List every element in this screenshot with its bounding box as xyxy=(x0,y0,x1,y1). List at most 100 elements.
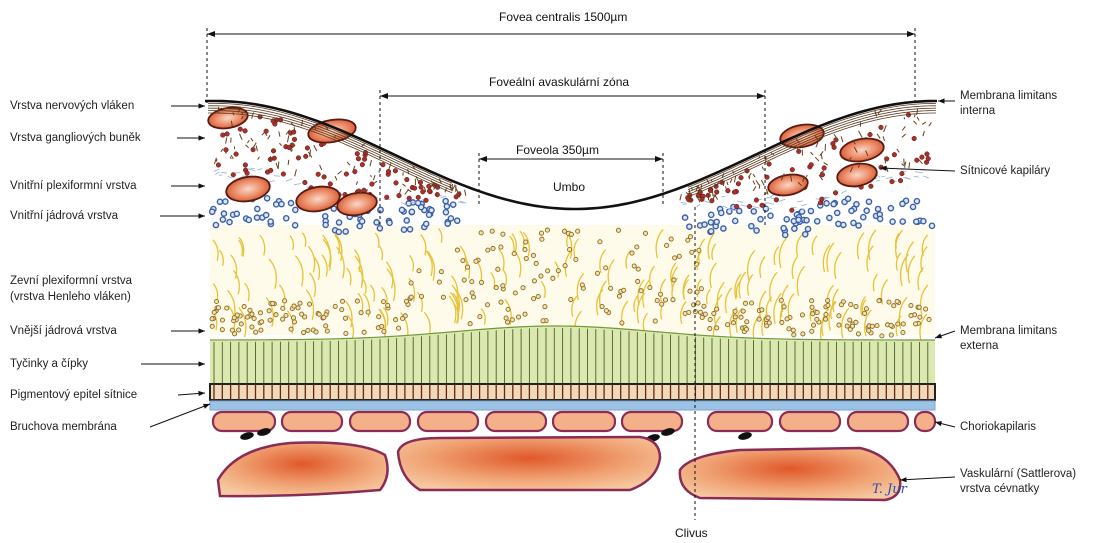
outer-nuclear-cell xyxy=(677,254,681,258)
inner-nuclear-cell xyxy=(835,210,840,215)
umbo-label: Umbo xyxy=(553,180,585,194)
ganglion-cell xyxy=(912,136,917,141)
pointer-arrowhead xyxy=(198,135,205,140)
ganglion-cell xyxy=(920,155,925,160)
nerve-fiber xyxy=(902,126,905,130)
inner-nuclear-cell xyxy=(445,221,450,226)
inner-nuclear-cell xyxy=(815,219,820,224)
outer-nuclear-cell xyxy=(810,329,814,333)
nerve-fiber xyxy=(810,152,813,155)
outer-nuclear-cell xyxy=(733,315,737,319)
outer-nuclear-cell xyxy=(471,295,475,299)
nerve-fiber xyxy=(371,175,372,177)
outer-nuclear-cell xyxy=(703,312,707,316)
outer-nuclear-cell xyxy=(849,302,853,306)
outer-nuclear-cell xyxy=(382,329,386,333)
outer-nuclear-cell xyxy=(745,320,749,324)
label-outer-nuclear-layer: Vnější jádrová vrstva xyxy=(10,324,117,338)
nerve-fiber xyxy=(320,165,322,170)
outer-nuclear-cell xyxy=(417,269,421,273)
nerve-fiber xyxy=(279,131,280,136)
plexiform-fiber xyxy=(221,172,227,173)
outer-nuclear-cell xyxy=(504,316,508,320)
inner-nuclear-cell xyxy=(443,199,448,204)
fovea-centralis-dimension-arrow-right xyxy=(907,31,915,37)
inner-nuclear-cell xyxy=(443,210,448,215)
inner-nuclear-cell xyxy=(407,227,412,232)
outer-nuclear-cell xyxy=(470,280,474,284)
ganglion-cell xyxy=(245,171,250,176)
nerve-fiber xyxy=(761,180,764,185)
nerve-fiber xyxy=(766,189,767,194)
pointer-arrowhead xyxy=(203,404,210,409)
outer-nuclear-cell xyxy=(298,301,302,305)
inner-nuclear-cell xyxy=(878,216,883,221)
nerve-fiber xyxy=(824,163,828,166)
inner-nuclear-cell xyxy=(448,216,453,221)
outer-nuclear-cell xyxy=(237,328,241,332)
inner-nuclear-cell xyxy=(709,229,714,234)
outer-nuclear-cell xyxy=(551,276,555,280)
pointer-arrowhead xyxy=(198,361,205,366)
plexiform-fiber xyxy=(886,177,892,179)
outer-nuclear-cell xyxy=(801,332,805,336)
outer-nuclear-cell xyxy=(381,300,385,304)
label-elm-line1: Membrana limitans xyxy=(960,324,1057,338)
outer-nuclear-cell xyxy=(854,304,858,308)
choriocapillary xyxy=(708,412,772,431)
ganglion-cell xyxy=(427,189,432,194)
ganglion-cell xyxy=(272,156,277,161)
outer-nuclear-cell xyxy=(479,231,483,235)
nerve-fiber xyxy=(762,167,763,170)
inner-nuclear-cell xyxy=(910,204,915,209)
inner-nuclear-cell xyxy=(708,220,713,225)
ganglion-cell xyxy=(739,175,744,180)
choriocapillary xyxy=(553,412,615,431)
outer-nuclear-cell xyxy=(494,286,498,290)
outer-nuclear-cell xyxy=(485,303,489,307)
outer-nuclear-cell xyxy=(462,278,466,282)
outer-nuclear-cell xyxy=(815,310,819,314)
nerve-fiber xyxy=(389,163,391,169)
nerve-fiber xyxy=(268,135,270,139)
outer-nuclear-cell xyxy=(355,299,359,303)
label-inner-nuclear-layer: Vnitřní jádrová vrstva xyxy=(10,209,118,223)
outer-nuclear-cell xyxy=(792,333,796,337)
choriocapillary xyxy=(915,412,935,431)
label-ilm-line2: interna xyxy=(960,104,995,118)
outer-nuclear-cell xyxy=(848,318,852,322)
outer-nuclear-cell xyxy=(283,299,287,303)
outer-nuclear-cell xyxy=(292,320,296,324)
outer-nuclear-cell xyxy=(501,284,505,288)
outer-nuclear-cell xyxy=(862,311,866,315)
inner-nuclear-cell xyxy=(288,200,293,205)
faz-dimension-arrow-left xyxy=(380,93,388,99)
outer-nuclear-cell xyxy=(767,321,771,325)
nerve-fiber xyxy=(753,186,756,190)
outer-nuclear-cell xyxy=(811,323,815,327)
inner-nuclear-cell xyxy=(279,202,284,207)
outer-nuclear-cell xyxy=(622,288,626,292)
label-retinal-capillaries: Sítnicové kapiláry xyxy=(960,164,1050,178)
outer-nuclear-cell xyxy=(474,259,478,263)
outer-nuclear-cell xyxy=(540,237,544,241)
outer-nuclear-cell xyxy=(757,317,761,321)
ganglion-cell xyxy=(790,167,795,172)
outer-nuclear-cell xyxy=(810,305,814,309)
nerve-fiber xyxy=(335,176,337,180)
outer-nuclear-cell xyxy=(534,261,538,265)
pigment-granule xyxy=(737,431,752,441)
plexiform-fiber xyxy=(876,180,880,181)
plexiform-fiber xyxy=(681,202,686,203)
outer-nuclear-cell xyxy=(924,307,928,311)
ganglion-cell xyxy=(790,208,795,213)
plexiform-fiber xyxy=(915,172,923,173)
outer-nuclear-cell xyxy=(715,326,719,330)
outer-nuclear-cell xyxy=(887,300,891,304)
outer-nuclear-cell xyxy=(688,289,692,293)
ganglion-cell xyxy=(355,151,360,156)
choriocapillary xyxy=(418,412,478,431)
inner-nuclear-cell xyxy=(900,201,905,206)
choriocapillary xyxy=(622,412,682,431)
